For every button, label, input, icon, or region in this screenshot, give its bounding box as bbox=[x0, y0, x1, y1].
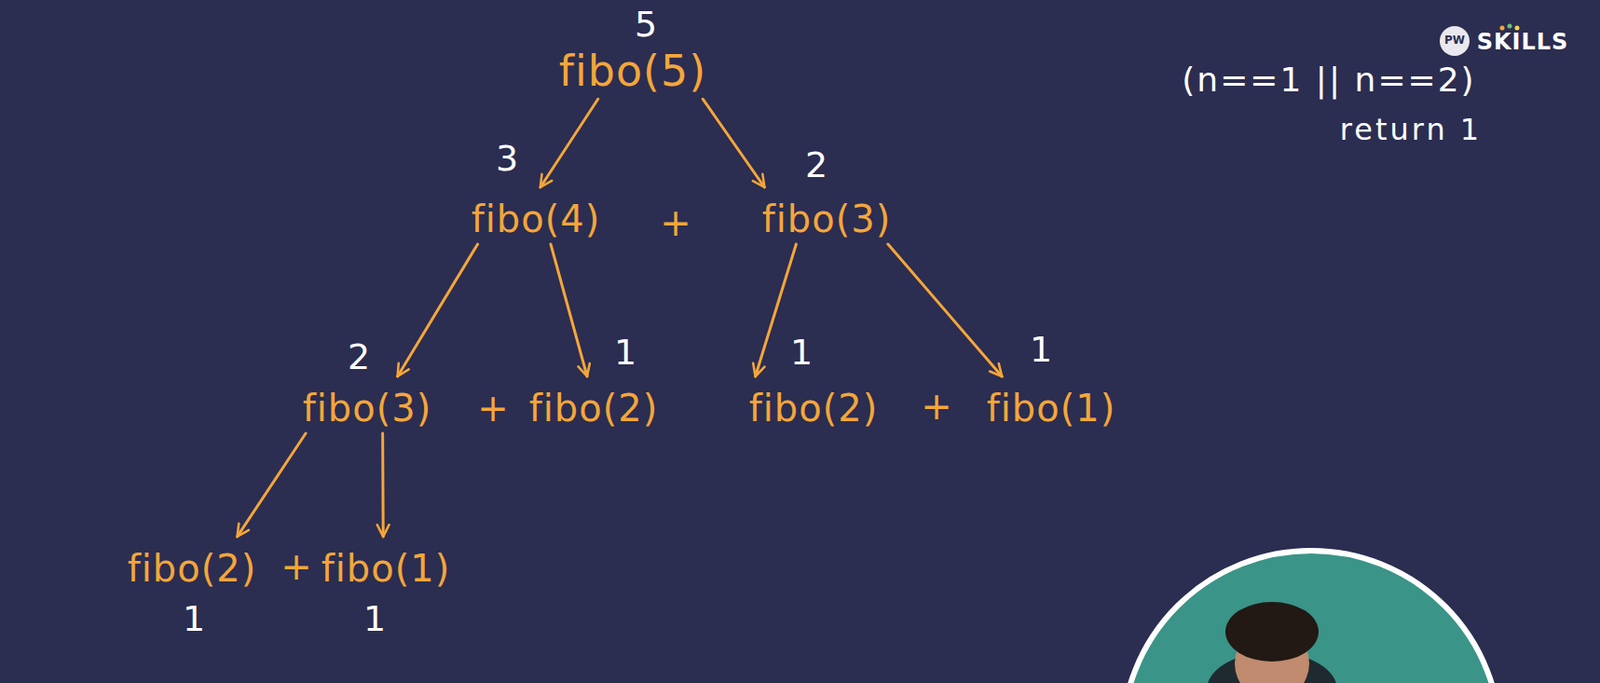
function-call: fibo(3)2 bbox=[762, 198, 892, 240]
function-call: fibo(4)3 bbox=[471, 198, 602, 240]
call-text: fibo(2) bbox=[749, 387, 879, 429]
base-case-note: (n==1 || n==2) bbox=[1181, 61, 1476, 99]
plus-sign: + bbox=[280, 546, 313, 588]
logo-text: SKILLS bbox=[1476, 29, 1570, 55]
call-arrow bbox=[550, 244, 588, 377]
function-call: fibo(2)1 bbox=[749, 387, 879, 429]
call-text: fibo(2) bbox=[529, 387, 659, 429]
call-text: fibo(1) bbox=[321, 547, 452, 589]
function-call: fibo(2)1 bbox=[127, 547, 258, 589]
presenter-hair bbox=[1225, 601, 1319, 662]
presenter-frame bbox=[1121, 550, 1501, 683]
call-text: fibo(5) bbox=[559, 47, 707, 96]
call-text: fibo(3) bbox=[762, 198, 892, 240]
plus-sign: + bbox=[920, 385, 953, 427]
call-arrow bbox=[397, 244, 479, 377]
call-text: fibo(4) bbox=[471, 198, 602, 240]
call-arrow bbox=[702, 98, 765, 188]
return-value: 1 bbox=[363, 601, 386, 637]
call-text: fibo(3) bbox=[302, 387, 433, 429]
return-value: 1 bbox=[614, 334, 637, 370]
function-call: fibo(1)1 bbox=[321, 547, 452, 589]
return-value: 1 bbox=[182, 601, 206, 637]
function-call: fibo(3)2 bbox=[302, 387, 433, 429]
call-text: fibo(2) bbox=[127, 547, 258, 589]
plus-sign: + bbox=[659, 202, 692, 244]
call-arrow bbox=[540, 98, 599, 188]
logo-badge bbox=[1439, 26, 1470, 56]
call-arrow bbox=[237, 433, 307, 537]
return-value: 5 bbox=[634, 6, 657, 42]
return-value: 2 bbox=[347, 339, 370, 375]
return-value: 2 bbox=[805, 147, 828, 183]
plus-sign: + bbox=[477, 387, 509, 429]
call-arrow bbox=[755, 244, 797, 377]
logo-dot bbox=[1507, 24, 1513, 29]
logo-mark: PW bbox=[1444, 34, 1465, 47]
call-text: fibo(1) bbox=[986, 387, 1117, 429]
function-call: fibo(1)1 bbox=[986, 387, 1117, 429]
function-call: fibo(5)5 bbox=[559, 47, 707, 96]
base-case-note: return 1 bbox=[1340, 113, 1482, 147]
call-arrow bbox=[381, 433, 385, 537]
call-arrow bbox=[888, 244, 1002, 377]
function-call: fibo(2)1 bbox=[529, 387, 659, 429]
return-value: 1 bbox=[790, 334, 813, 370]
return-value: 1 bbox=[1029, 331, 1053, 368]
return-value: 3 bbox=[495, 140, 519, 177]
